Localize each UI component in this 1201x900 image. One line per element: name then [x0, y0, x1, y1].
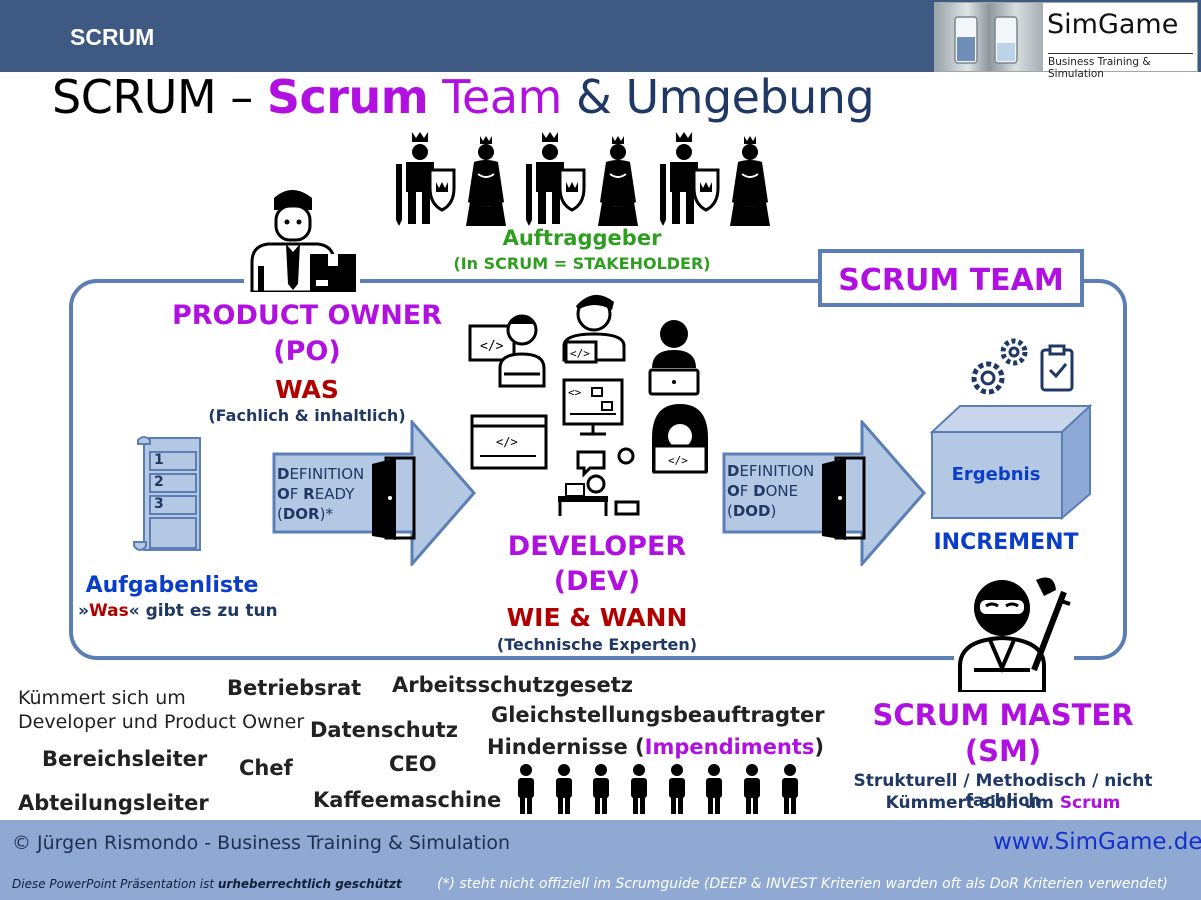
- dor-label: DEFINITION OF READY (DOR)*: [277, 465, 365, 523]
- checklist-icon: [1040, 344, 1074, 392]
- svg-text:<>: <>: [568, 386, 582, 399]
- sm-abbr: (SM): [964, 734, 1042, 768]
- person-icon: [593, 764, 609, 814]
- svg-text:</>: </>: [496, 435, 518, 449]
- header-label: SCRUM: [70, 24, 155, 50]
- king-icon: [394, 130, 456, 228]
- backlog-item: 2: [154, 474, 164, 490]
- stakeholders-group: [394, 130, 771, 228]
- dev-title: DEVELOPER: [507, 531, 687, 562]
- person-icon: [669, 764, 685, 814]
- person-icon: [631, 764, 647, 814]
- stakeholder-subtitle: (In SCRUM = STAKEHOLDER): [453, 254, 711, 273]
- queen-icon: [597, 135, 639, 227]
- env-note-1: Kümmert sich um: [18, 687, 186, 709]
- dev-abbr: (DEV): [553, 566, 641, 597]
- footer-note-left: Diese PowerPoint Präsentation ist urhebe…: [12, 877, 402, 891]
- env-hindernisse: Hindernisse (Impendiments): [487, 735, 825, 759]
- monitor-icon: <>: [562, 378, 624, 436]
- po-title: PRODUCT OWNER: [171, 300, 443, 331]
- gears-icon: [971, 338, 1074, 395]
- scrum-team-label: SCRUM TEAM: [838, 263, 1064, 298]
- env-chef: Chef: [239, 756, 293, 780]
- backlog-item: 1: [154, 452, 164, 468]
- glasses-icon: [954, 16, 1018, 64]
- sm-desc2: Kümmert sich um Scrum: [885, 793, 1121, 813]
- dev-desc: (Technische Experten): [496, 635, 698, 654]
- title-part3: Team: [428, 70, 576, 124]
- king-icon: [524, 130, 586, 228]
- title-part1: SCRUM –: [52, 70, 267, 124]
- dev-what: WIE & WANN: [506, 603, 688, 632]
- developer-icon: </>: [468, 314, 546, 388]
- po-abbr: (PO): [273, 336, 341, 367]
- env-abteilungsleiter: Abteilungsleiter: [18, 791, 209, 815]
- svg-text:</>: </>: [668, 454, 688, 467]
- king-icon: [658, 130, 720, 228]
- queen-icon: [729, 135, 771, 227]
- dod-arrow: DEFINITION OF DONE (DOD): [722, 420, 928, 566]
- cube-icon: [930, 404, 1092, 520]
- person-icon: [706, 764, 722, 814]
- sm-desc1: Strukturell / Methodisch / nicht fachlic…: [853, 771, 1153, 811]
- logo-name: SimGame: [1047, 9, 1179, 40]
- developer-icon: </>: [562, 294, 626, 364]
- code-window-icon: </>: [470, 414, 548, 470]
- backlog-subtitle: »Was« gibt es zu tun: [78, 601, 278, 621]
- svg-text:</>: </>: [480, 339, 504, 354]
- logo-subtitle: Business Training & Simulation: [1048, 53, 1193, 80]
- simgame-logo: SimGame Business Training & Simulation: [934, 2, 1198, 80]
- footer-bar: [0, 820, 1201, 900]
- person-icon: [556, 764, 572, 814]
- env-datenschutz: Datenschutz: [310, 718, 458, 742]
- queen-icon: [465, 135, 507, 227]
- dod-label: DEFINITION OF DONE (DOD): [727, 462, 815, 520]
- sm-title: SCRUM MASTER: [872, 698, 1134, 732]
- env-bereichsleiter: Bereichsleiter: [42, 747, 208, 771]
- dor-arrow: DEFINITION OF READY (DOR)*: [272, 420, 478, 566]
- scrum-team-frame: [69, 279, 1127, 660]
- footer-copyright: © Jürgen Rismondo - Business Training & …: [12, 832, 511, 854]
- door-icon: [822, 456, 866, 540]
- backlog-title: Aufgabenliste: [85, 573, 259, 598]
- people-row: [518, 764, 798, 814]
- person-icon: [782, 764, 798, 814]
- title-part4: & Umgebung: [575, 70, 875, 124]
- env-note-2: Developer und Product Owner: [18, 711, 305, 733]
- page-title: SCRUM – Scrum Team & Umgebung: [52, 70, 875, 124]
- po-what: WAS: [275, 375, 339, 404]
- scroll-icon: 1 2 3: [132, 434, 204, 554]
- person-icon: [518, 764, 534, 814]
- hacker-icon: </>: [652, 404, 708, 474]
- env-betriebsrat: Betriebsrat: [227, 676, 362, 700]
- developer-icon: [558, 447, 640, 516]
- env-gleichstellung: Gleichstellungsbeauftragter: [491, 703, 825, 727]
- ninja-icon: [954, 570, 1074, 692]
- env-kaffeemaschine: Kaffeemaschine: [313, 788, 502, 812]
- backlog-item: 3: [154, 496, 164, 512]
- env-ceo: CEO: [389, 752, 437, 776]
- env-arbeitsschutz: Arbeitsschutzgesetz: [392, 673, 634, 697]
- svg-text:</>: </>: [570, 347, 590, 360]
- po-desc: (Fachlich & inhaltlich): [208, 406, 406, 425]
- increment-label: INCREMENT: [933, 530, 1079, 555]
- person-icon: [744, 764, 760, 814]
- title-part2: Scrum: [266, 70, 429, 124]
- footer-note-right: (*) steht nicht offiziell im Scrumguide …: [437, 876, 1168, 892]
- developers-group: </> </> </> <> </>: [468, 294, 708, 516]
- product-owner-icon: [244, 184, 360, 292]
- stakeholder-title: Auftraggeber: [502, 226, 662, 250]
- scrum-team-box: SCRUM TEAM: [818, 249, 1084, 307]
- door-icon: [372, 456, 416, 540]
- footer-website-link[interactable]: www.SimGame.de: [993, 829, 1201, 855]
- logo-photo: [935, 3, 1043, 71]
- developer-icon: [648, 320, 700, 396]
- increment-box-label: Ergebnis: [951, 464, 1041, 485]
